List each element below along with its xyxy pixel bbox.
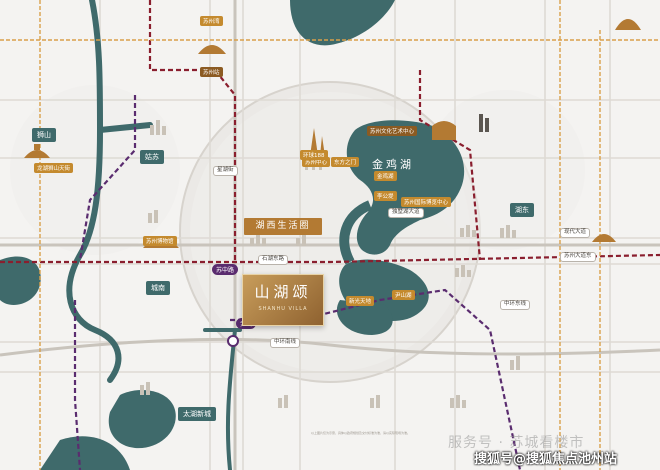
poi-label[interactable]: 苏州博物馆 (143, 236, 177, 246)
project-subtitle: SHANHU VILLA (258, 306, 308, 312)
poi-label[interactable]: 苏州站 (200, 67, 223, 77)
district-taihu-new-town[interactable]: 太湖新城 (178, 407, 216, 421)
jinji-lake-shape (346, 120, 465, 255)
road-label: 现代大道 (560, 228, 591, 238)
landmark-icon (198, 45, 226, 54)
service-watermark: 服务号 · 苏城看楼市 (448, 435, 585, 451)
district-hudong[interactable]: 湖东 (510, 203, 534, 217)
project-tile[interactable]: 山湖颂 SHANHU VILLA (242, 274, 324, 326)
poi-label[interactable]: 李公堤 (374, 191, 397, 201)
poi-label[interactable]: 新光天地 (346, 296, 375, 306)
lake-name: 金鸡湖 (372, 158, 414, 171)
poi-label[interactable]: 金鸡湖 (374, 171, 397, 181)
district-chengnan[interactable]: 城南 (146, 281, 170, 295)
poi-label[interactable]: 苏州中心 (302, 157, 331, 167)
road-label: 独墅湖大道 (388, 208, 424, 218)
road-label: 中环东线 (500, 300, 531, 310)
disclaimer-note: 以上图片仅为示意，具体以政府规划及交付标准为准，请以实际现场为准。 (311, 431, 411, 435)
road-label: 星湖街 (213, 166, 238, 176)
road-label: 苏州大道东 (560, 252, 596, 262)
landmark-icon (24, 144, 50, 158)
poi-label[interactable]: 尹山湖 (392, 290, 415, 300)
project-title: 山湖颂 (254, 283, 312, 301)
road-label: 石湖东路 (258, 255, 289, 265)
metro-icon (227, 335, 239, 347)
poi-label[interactable]: 东方之门 (331, 157, 360, 167)
life-circle-banner: 湖西生活圈 (244, 218, 322, 235)
landmark-icon (592, 234, 616, 242)
metro-station-suzhonglu[interactable]: 苏中路 (212, 264, 239, 275)
landmark-icon (432, 121, 456, 140)
poi-label[interactable]: 苏州文化艺术中心 (367, 126, 418, 136)
poi-label[interactable]: 苏州国际博览中心 (401, 197, 452, 207)
poi-label[interactable]: 环球188 (300, 150, 328, 160)
building-icon (479, 114, 489, 132)
poi-label[interactable]: 龙湖狮山天街 (34, 163, 74, 173)
poi-label[interactable]: 苏州湾 (200, 16, 223, 26)
district-shishan[interactable]: 狮山 (32, 128, 56, 142)
landmark-icon (615, 19, 641, 30)
site-watermark: 搜狐号@搜狐焦点池州站 (474, 452, 618, 467)
district-gusu[interactable]: 姑苏 (140, 150, 164, 164)
road-label: 中环南线 (270, 338, 301, 348)
